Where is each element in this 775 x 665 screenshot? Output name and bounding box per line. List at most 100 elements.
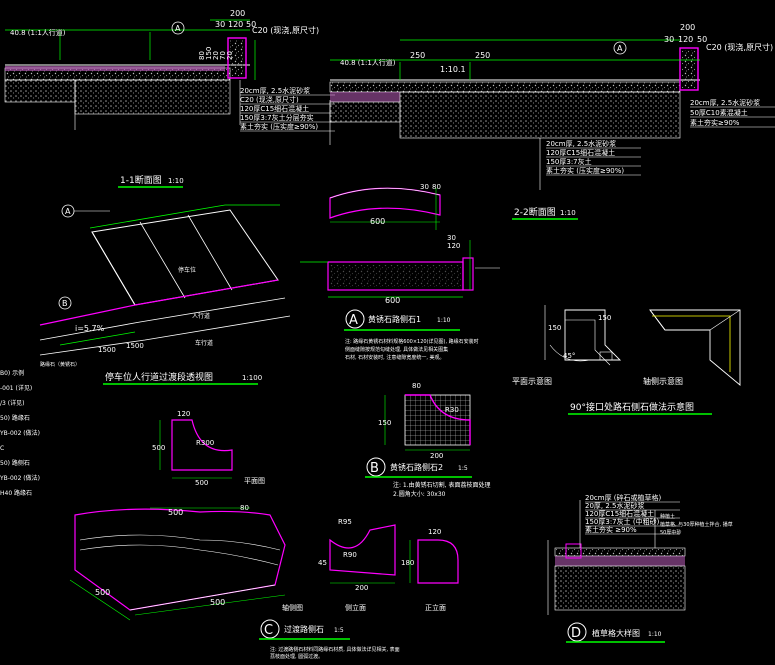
curb-label-2: C20 (现浇,原尺寸) xyxy=(706,42,773,52)
s22-right-item: 素土夯实≥90% xyxy=(690,118,740,127)
dim-c-plan-2: 500 xyxy=(152,444,165,452)
curb-section-b xyxy=(404,394,471,446)
plan-title: 停车位人行道过渡段透视图 xyxy=(105,371,213,383)
detail-c-side-label: 正立面 xyxy=(425,603,446,612)
s22-bottom-item: 150厚3:7灰土 xyxy=(546,157,592,166)
detail-c-plan-label: 平面图 xyxy=(244,477,265,485)
section-2-2: A 40.8 (1:1人行道) 1:10.1 250 250 200 30 12… xyxy=(329,23,775,220)
dim-a-4: 120 xyxy=(447,242,460,250)
detail-b: 80 200 R30 150 B 黄锈石路侧石2 1:5 注: 1.由黄锈石切割… xyxy=(365,382,490,498)
detail-90-title: 90°接口处路石侧石做法示意图 xyxy=(570,401,694,413)
notes-b-item: 注: 1.由黄锈石切割, 表面荔枝面处理 xyxy=(393,481,490,489)
detail-90-degree: 150 150 45° 平面示意图 轴侧示意图 90°接口处路石侧石做法示意图 xyxy=(512,305,741,415)
dim-c-axo-2: 500 xyxy=(95,588,110,597)
s11-layers-item: 素土夯实 (压实度≥90%) xyxy=(240,122,318,131)
plan-label-road: 车行道 xyxy=(195,339,213,347)
dim-top-3: 50 xyxy=(246,20,256,29)
left-frags-item: /3 (详见) xyxy=(0,399,24,407)
plan-marker-a: A xyxy=(65,207,71,216)
dim-c-axo-0: 500 xyxy=(168,508,183,517)
road-width-label-2: 40.8 (1:1人行道) xyxy=(340,58,396,67)
side-dim: 20 xyxy=(226,51,234,60)
notes-b-item: 2.圆角大小: 30x30 xyxy=(393,490,446,498)
plan-dim-0: 1500 xyxy=(98,346,116,354)
plan-label-parking: 停车位 xyxy=(178,266,196,274)
marker-b: B xyxy=(366,457,386,477)
marker-a: A xyxy=(345,309,365,329)
s11-layers-item: 20cm厚, 2.5水泥砂浆 xyxy=(240,86,310,95)
plan-scale: 1:100 xyxy=(242,374,262,382)
dim-c-front-3: 200 xyxy=(355,584,368,592)
dim2-top-3: 50 xyxy=(697,35,707,44)
left-frags-item: 50) 路侧石 xyxy=(0,459,30,467)
d-layers-item: 120厚C15细石混凝土 xyxy=(585,509,654,518)
s22-bottom-item: 120厚C15细石混凝土 xyxy=(546,148,615,157)
curb-stone-2 xyxy=(679,47,699,91)
svg-text:D: D xyxy=(571,626,581,641)
svg-text:C: C xyxy=(264,623,273,638)
dim-c-side-1: 180 xyxy=(401,559,414,567)
marker-a-circle-top: A xyxy=(171,21,185,35)
marker-d: D xyxy=(567,622,587,642)
svg-text:A: A xyxy=(349,313,358,328)
s11-layers-item: C20 (现浇,原尺寸) xyxy=(240,95,299,104)
detail-c-scale: 1:5 xyxy=(334,627,344,634)
dim-c-axo-1: 80 xyxy=(240,504,249,512)
svg-text:A: A xyxy=(617,44,623,53)
dim-c-front-0: R95 xyxy=(338,518,352,526)
plan-label-curb: 路缘石（黄锈石） xyxy=(40,361,80,368)
left-frags-item: YB-002 (做法) xyxy=(0,429,40,437)
left-frags-item: -001 (详见) xyxy=(0,384,32,392)
d-layers-item: 素土夯实 ≥90% xyxy=(585,525,637,534)
dim-a-1: 30 xyxy=(420,183,429,191)
detail-c-axo-label: 轴侧图 xyxy=(282,603,303,612)
dim-c-front-1: R90 xyxy=(343,551,357,559)
dim-90-1: 150 xyxy=(598,314,611,322)
dim-b-2: R30 xyxy=(445,406,459,414)
detail-d-scale: 1:10 xyxy=(648,631,662,638)
detail-a-title: 黄锈石路侧石1 xyxy=(368,314,421,324)
s22-bottom-item: 素土夯实 (压实度≥90%) xyxy=(546,166,624,175)
section-2-2-scale: 1:10 xyxy=(560,209,576,217)
dim-top-1: 30 xyxy=(215,20,225,29)
slope-label: 1:10.1 xyxy=(440,65,466,74)
section-1-1-title: 1-1断面图 xyxy=(120,174,162,186)
detail-90-plan-label: 平面示意图 xyxy=(512,376,552,386)
side-dim: 70 xyxy=(219,51,227,60)
dim-a-0: 600 xyxy=(370,217,385,226)
d-side-item: 种植土 xyxy=(660,513,675,520)
dim2-top-0: 200 xyxy=(680,23,695,32)
notes-c-item: 荔枝面处理, 圆弧过渡。 xyxy=(270,653,323,660)
d-layers-item: 20厚, 2.5水泥砂浆 xyxy=(585,501,645,510)
dim-c-plan-0: 120 xyxy=(177,410,190,418)
detail-c-front-label: 侧立面 xyxy=(345,603,366,612)
dim-c-axo-3: 500 xyxy=(210,598,225,607)
side-dim: 20 xyxy=(212,51,220,60)
curb-axo-c xyxy=(74,508,286,611)
curb-plan-c xyxy=(171,419,233,471)
dim-a-2: 80 xyxy=(432,183,441,191)
side-dim: 150 xyxy=(205,47,213,60)
dim-a-3: 30 xyxy=(447,234,456,242)
dim2-top-2: 120 xyxy=(678,35,693,44)
axo-curb xyxy=(649,309,741,386)
notes-a-item: 侧面缝隙按规范勾缝处理, 具体做法见相关图集 xyxy=(345,346,448,353)
detail-c-notes: 注: 过渡路侧石材料同路缘石材质, 具体做法详见相关, 表面荔枝面处理, 圆弧过… xyxy=(270,646,400,660)
s11-layers-item: 120厚C15细石混凝土 xyxy=(240,104,309,113)
svg-text:B: B xyxy=(370,461,379,476)
s22-right-item: 20cm厚, 2.5水泥砂浆 xyxy=(690,98,760,107)
dim-90-0: 150 xyxy=(548,324,561,332)
plan-slope: i=5.7% xyxy=(75,324,105,333)
dim-a-5: 600 xyxy=(385,296,400,305)
detail-a: 600 30 80 30 120 600 A 黄锈石路侧石1 1:10 注: 路… xyxy=(300,183,500,361)
detail-d: 20cm厚 (碎石或植草格)20厚, 2.5水泥砂浆120厚C15细石混凝土15… xyxy=(547,493,733,643)
left-frags-item: B0) 示例 xyxy=(0,369,24,377)
s11-layers-item: 150厚3:7灰土分层夯实 xyxy=(240,113,314,122)
dim-b-3: 150 xyxy=(378,419,391,427)
bottom-layer-labels: 20cm厚, 2.5水泥砂浆120厚C15细石混凝土150厚3:7灰土素土夯实 … xyxy=(546,139,641,176)
